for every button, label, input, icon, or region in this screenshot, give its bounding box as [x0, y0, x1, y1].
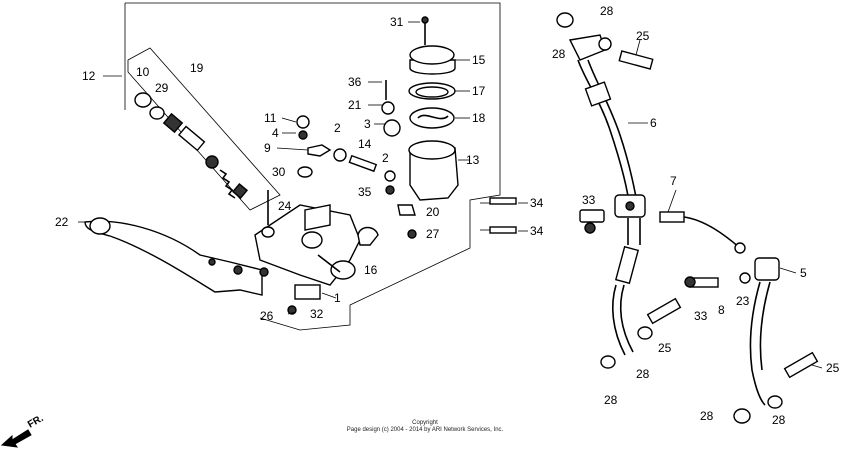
label-26: 26 [260, 309, 274, 323]
assembly-boundary [125, 2, 501, 331]
copyright-line1: Copyright [412, 420, 438, 426]
brake-lever [84, 217, 263, 296]
label-11: 11 [264, 111, 277, 125]
label-16: 16 [364, 263, 378, 277]
label-6: 6 [650, 116, 657, 130]
label-17: 17 [472, 84, 486, 98]
label-18: 18 [472, 111, 486, 125]
label-15: 15 [472, 53, 486, 67]
label-27: 27 [426, 227, 440, 241]
label-19: 19 [190, 61, 204, 75]
reservoir-group [408, 16, 459, 201]
label-28b: 28 [552, 47, 566, 61]
label-30: 30 [272, 165, 286, 179]
label-22: 22 [55, 215, 69, 229]
arrow-icon [0, 429, 32, 448]
label-1: 1 [334, 291, 341, 305]
copyright-line2: Page design (c) 2004 - 2014 by ARI Netwo… [347, 427, 504, 433]
label-14: 14 [358, 137, 372, 151]
label-32: 32 [310, 307, 324, 321]
label-2a: 2 [334, 121, 341, 135]
label-36: 36 [348, 75, 362, 89]
master-cylinder-body [254, 204, 361, 286]
front-direction-arrow: FR. [0, 413, 46, 448]
label-21: 21 [348, 98, 362, 112]
label-25b: 25 [658, 341, 672, 355]
part-labels: 12 10 29 19 22 31 15 36 17 21 18 11 3 4 … [55, 4, 840, 427]
label-23: 23 [736, 294, 750, 308]
label-34a: 34 [530, 196, 544, 210]
label-4: 4 [272, 126, 279, 140]
label-28d: 28 [604, 393, 618, 407]
label-7: 7 [670, 174, 677, 188]
label-10: 10 [136, 65, 150, 79]
label-20: 20 [426, 205, 440, 219]
label-8: 8 [718, 303, 725, 317]
label-9: 9 [264, 141, 271, 155]
brake-hose-assembly [489, 12, 819, 424]
piston-kit-group [127, 47, 281, 211]
label-28c: 28 [636, 367, 650, 381]
leader-lines [78, 21, 823, 369]
small-fasteners [267, 80, 417, 315]
label-24: 24 [278, 199, 292, 213]
label-28f: 28 [772, 413, 786, 427]
label-3: 3 [364, 117, 371, 131]
label-34b: 34 [530, 224, 544, 238]
label-29: 29 [155, 81, 169, 95]
label-12: 12 [82, 69, 96, 83]
label-2b: 2 [382, 151, 389, 165]
label-31: 31 [390, 15, 404, 29]
label-33a: 33 [582, 193, 596, 207]
label-13: 13 [466, 153, 480, 167]
direction-label: FR. [26, 413, 46, 431]
label-28e: 28 [700, 409, 714, 423]
label-25c: 25 [826, 361, 840, 375]
label-35: 35 [358, 185, 372, 199]
label-5: 5 [800, 266, 807, 280]
label-25a: 25 [636, 29, 650, 43]
label-33b: 33 [694, 309, 708, 323]
label-28a: 28 [600, 4, 614, 18]
